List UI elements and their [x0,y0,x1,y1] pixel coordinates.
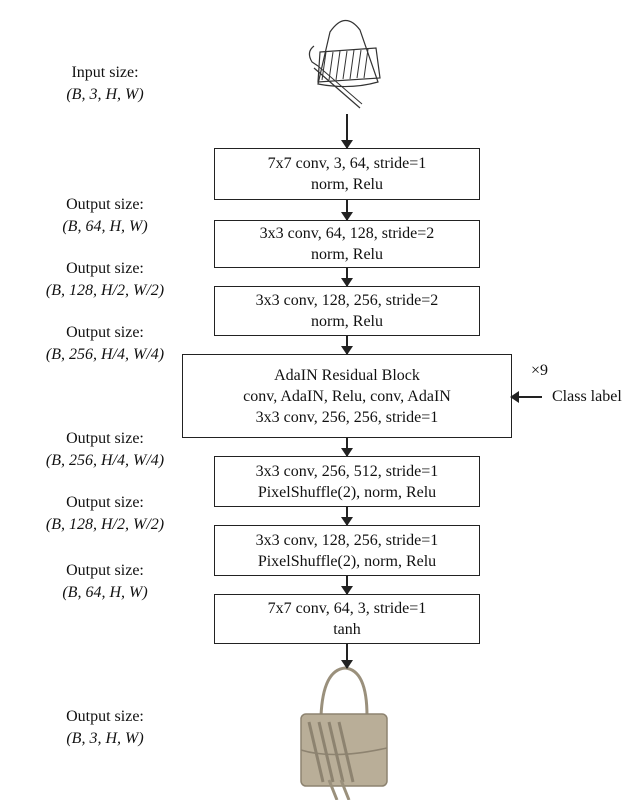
size-label-title: Output size: [66,562,144,579]
size-label-output-1: Output size: (B, 64, H, W) [0,194,210,238]
size-label-input: Input size: (B, 3, H, W) [0,62,210,106]
block-line: conv, AdaIN, Relu, conv, AdaIN [243,387,451,405]
size-label-output-3: Output size: (B, 256, H/4, W/4) [0,322,210,366]
block-line: 3x3 conv, 128, 256, stride=2 [255,292,439,309]
block-line: norm, Relu [311,176,383,193]
repeat-count-note: ×9 [531,362,549,379]
size-label-output-final: Output size: (B, 3, H, W) [0,706,210,750]
block-line: 3x3 conv, 256, 256, stride=1 [255,408,439,426]
size-label-title: Output size: [66,196,144,213]
block-line: 3x3 conv, 128, 256, stride=1 [255,531,439,549]
block-adain-residual: AdaIN Residual Block conv, AdaIN, Relu, … [182,354,512,438]
block-pixelshuffle-2: 3x3 conv, 128, 256, stride=1 PixelShuffl… [214,525,480,576]
size-label-output-4: Output size: (B, 256, H/4, W/4) [0,428,210,472]
block-line: PixelShuffle(2), norm, Relu [257,552,437,570]
size-label-dims: (B, 256, H/4, W/4) [45,452,165,469]
block-conv7x7-in: 7x7 conv, 3, 64, stride=1 norm, Relu [214,148,480,200]
block-line: AdaIN Residual Block [274,366,420,384]
block-line: norm, Relu [311,246,383,263]
block-line: tanh [333,621,361,638]
size-label-dims: (B, 64, H, W) [62,218,148,235]
class-label-text: Class label [552,388,622,405]
flow-arrow [341,644,353,669]
block-line: PixelShuffle(2), norm, Relu [257,483,437,501]
class-label-arrow [510,391,542,403]
size-label-title: Output size: [66,708,144,725]
size-label-title: Output size: [66,430,144,447]
flow-arrow [341,114,353,149]
class-label-input: Class label [510,386,622,408]
flow-arrow [341,200,353,221]
block-line: 7x7 conv, 3, 64, stride=1 [267,155,427,172]
block-conv3x3-down-1: 3x3 conv, 64, 128, stride=2 norm, Relu [214,220,480,268]
size-label-title: Output size: [66,324,144,341]
output-bag-image [300,666,388,800]
flow-arrow [341,576,353,595]
block-line: 3x3 conv, 256, 512, stride=1 [255,462,439,480]
input-sketch-image [308,19,381,109]
size-label-dims: (B, 3, H, W) [66,86,144,103]
block-line: norm, Relu [311,313,383,330]
size-label-output-5: Output size: (B, 128, H/2, W/2) [0,492,210,536]
size-label-title: Output size: [66,260,144,277]
flow-arrow [341,438,353,457]
size-label-dims: (B, 128, H/2, W/2) [45,516,165,533]
flow-arrow [341,268,353,287]
size-label-output-2: Output size: (B, 128, H/2, W/2) [0,258,210,302]
size-label-dims: (B, 128, H/2, W/2) [45,282,165,299]
block-pixelshuffle-1: 3x3 conv, 256, 512, stride=1 PixelShuffl… [214,456,480,507]
block-conv7x7-out: 7x7 conv, 64, 3, stride=1 tanh [214,594,480,644]
block-conv3x3-down-2: 3x3 conv, 128, 256, stride=2 norm, Relu [214,286,480,336]
size-label-output-6: Output size: (B, 64, H, W) [0,560,210,604]
block-line: 3x3 conv, 64, 128, stride=2 [259,225,435,242]
size-label-dims: (B, 64, H, W) [62,584,148,601]
size-label-title: Input size: [71,64,139,81]
size-label-dims: (B, 256, H/4, W/4) [45,346,165,363]
flow-arrow [341,507,353,526]
size-label-title: Output size: [66,494,144,511]
size-label-dims: (B, 3, H, W) [66,730,144,747]
block-line: 7x7 conv, 64, 3, stride=1 [267,600,427,617]
flow-arrow [341,336,353,355]
